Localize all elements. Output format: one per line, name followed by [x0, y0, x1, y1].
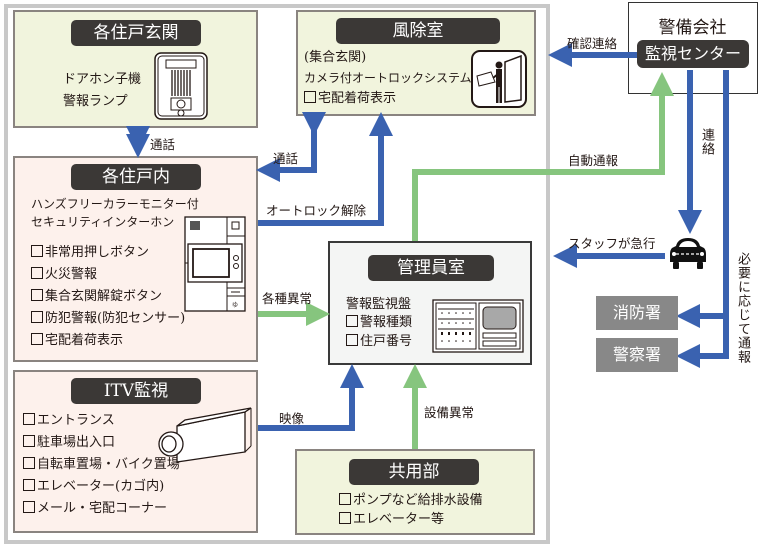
call-arrow-vestibule — [256, 112, 326, 182]
security-camera-icon — [158, 407, 252, 463]
label-various-anomalies: 各種異常 — [262, 291, 313, 306]
common-checks: ポンプなど給排水設備 エレベーター等 — [339, 491, 483, 529]
unit-checks: 非常用押しボタン 火災警報 集合玄関解錠ボタン 防犯警報(防犯センサー) 宅配着… — [31, 242, 185, 352]
check-item: 火災警報 — [31, 264, 185, 286]
label-auto-report: 自動通報 — [568, 153, 619, 168]
manager-title: 管理員室 — [368, 255, 494, 281]
itv-checks: エントランス 駐車場出入口 自転車置場・バイク置場 エレベーター(カゴ内) メー… — [23, 410, 180, 520]
itv-title: ITV監視 — [71, 378, 201, 404]
label-call-2: 通話 — [273, 151, 299, 166]
check-item: 防犯警報(防犯センサー) — [31, 308, 185, 330]
autolock-person-icon — [471, 50, 527, 108]
fire-department: 消防署 — [596, 296, 678, 330]
check-item: 宅配着荷表示 — [31, 330, 185, 352]
manager-checks: 警報種類 住戸番号 — [346, 313, 412, 351]
label-call-1: 通話 — [150, 137, 176, 152]
check-item: 駐車場出入口 — [23, 432, 180, 454]
label-video: 映像 — [279, 411, 305, 426]
check-item: 警報種類 — [346, 313, 412, 332]
monitoring-center: 監視センター — [637, 40, 749, 68]
check-item: メール・宅配コーナー — [23, 498, 180, 520]
doorphone-icon — [154, 52, 208, 120]
label-contact: 連絡 — [699, 128, 714, 156]
check-item: 非常用押しボタン — [31, 242, 185, 264]
check-item: ポンプなど給排水設備 — [339, 491, 483, 510]
check-item: エレベーター(カゴ内) — [23, 476, 180, 498]
entrance-title: 各住戸玄関 — [71, 20, 201, 46]
check-item: エントランス — [23, 410, 180, 432]
itv-box: ITV監視 エントランス 駐車場出入口 自転車置場・バイク置場 エレベーター(カ… — [13, 370, 258, 533]
alarm-panel-icon — [432, 299, 524, 353]
vestibule-line: カメラ付オートロックシステム — [304, 71, 472, 85]
video-arrow — [258, 364, 364, 431]
unit-line: ハンズフリーカラーモニター付 — [31, 197, 199, 211]
check-item: 集合玄関解錠ボタン — [31, 286, 185, 308]
check-item: 宅配着荷表示 — [304, 88, 396, 110]
security-company-title: 警備会社 — [658, 18, 727, 38]
check-item: エレベーター等 — [339, 510, 483, 529]
car-icon — [670, 238, 706, 269]
label-equipment-anomaly: 設備異常 — [424, 405, 475, 420]
label-autolock-release: オートロック解除 — [266, 203, 367, 218]
unit-line: セキュリティインターホン — [31, 215, 175, 229]
entrance-line: ドアホン子機 — [63, 72, 142, 87]
svg-text:ゆ: ゆ — [232, 302, 238, 309]
vestibule-title: 風除室 — [336, 18, 500, 44]
vestibule-box: 風除室 (集合玄関) カメラ付オートロックシステム 宅配着荷表示 — [296, 10, 536, 116]
common-title: 共用部 — [349, 459, 479, 485]
entrance-box: 各住戸玄関 ドアホン子機 警報ランプ — [13, 10, 258, 128]
label-report-if-needed: 必要に応じて通報 — [735, 252, 750, 364]
police-station: 警察署 — [596, 338, 678, 372]
vestibule-line: (集合玄関) — [304, 50, 367, 65]
vestibule-checks: 宅配着荷表示 — [304, 88, 396, 110]
intercom-monitor-icon: ゆ — [184, 216, 246, 312]
autolock-release-arrow — [258, 112, 393, 226]
entrance-line: 警報ランプ — [63, 94, 128, 109]
auto-report-arrow — [412, 72, 674, 241]
label-staff-rush: スタッフが急行 — [568, 236, 656, 251]
report-arrow — [676, 70, 729, 368]
common-box: 共用部 ポンプなど給排水設備 エレベーター等 — [295, 449, 535, 535]
manager-line: 警報監視盤 — [346, 297, 412, 312]
check-item: 住戸番号 — [346, 332, 412, 351]
label-confirm-contact: 確認連絡 — [567, 36, 618, 51]
unit-box: 各住戸内 ハンズフリーカラーモニター付 セキュリティインターホン 非常用押しボタ… — [13, 156, 258, 362]
check-item: 自転車置場・バイク置場 — [23, 454, 180, 476]
unit-title: 各住戸内 — [71, 164, 201, 190]
